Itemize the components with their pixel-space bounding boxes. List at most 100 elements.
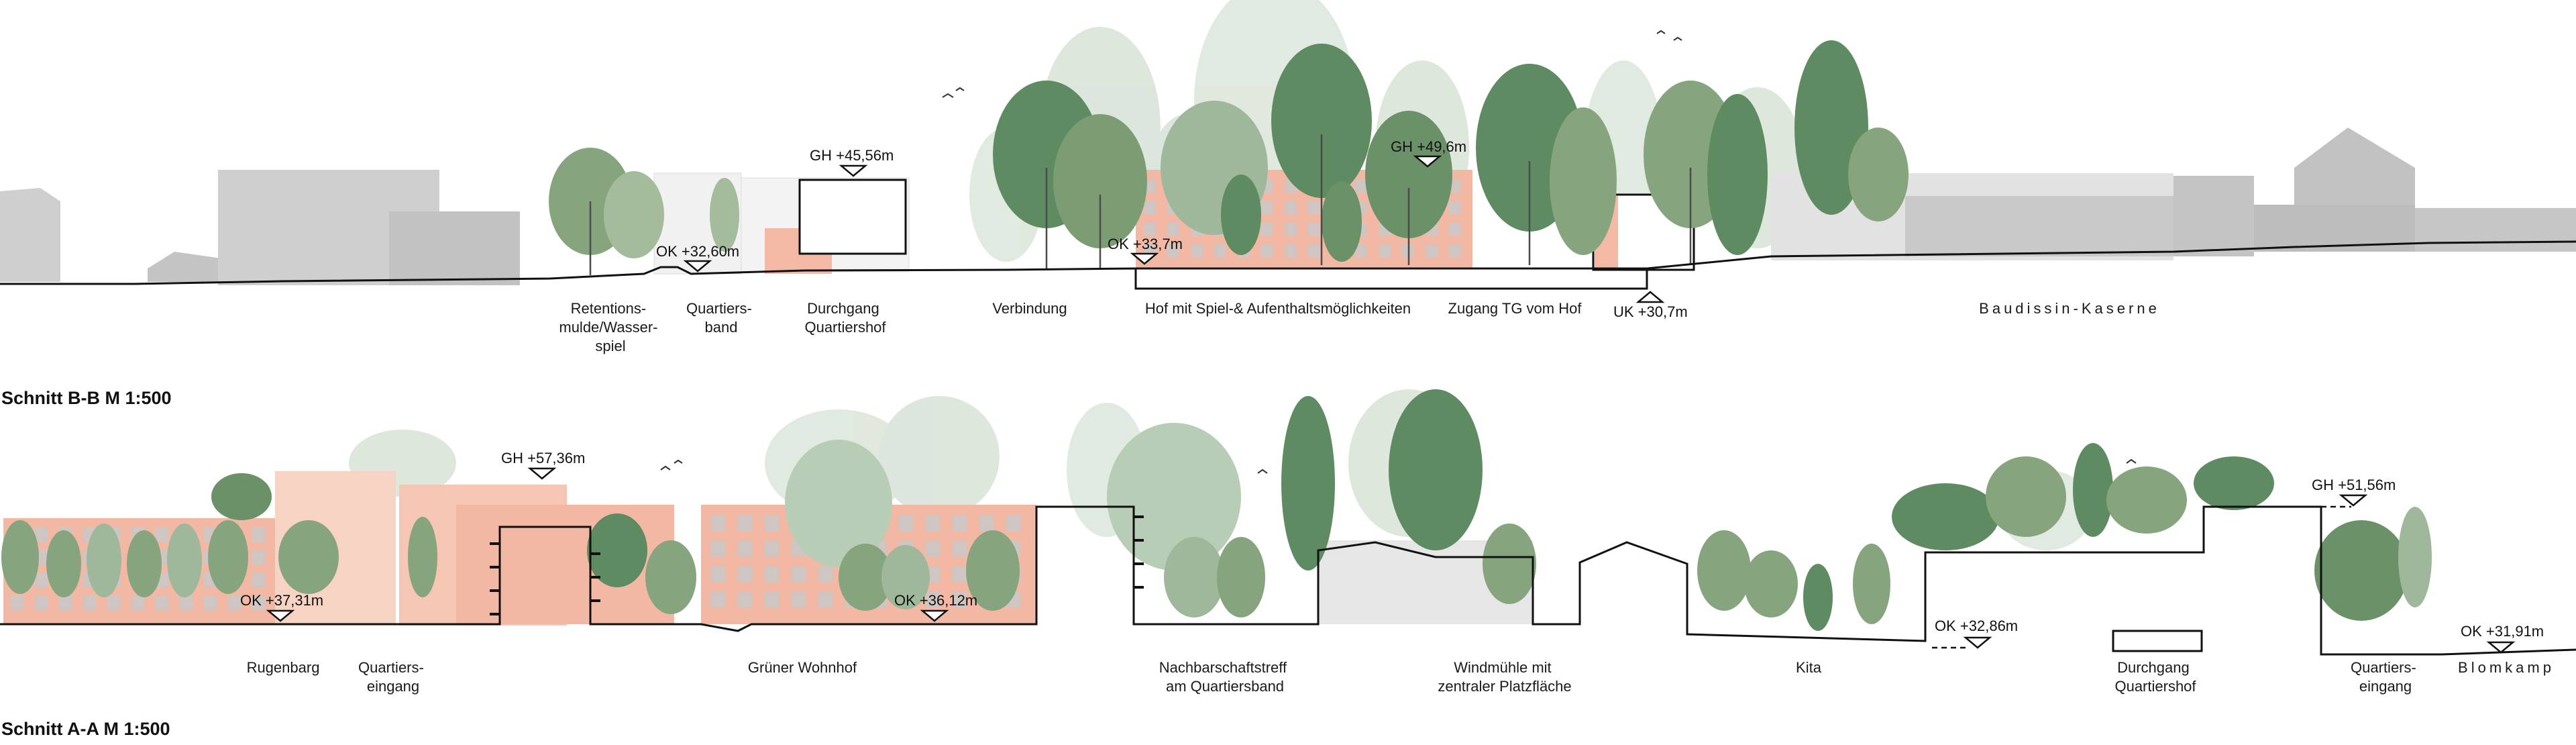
window xyxy=(926,592,941,608)
window xyxy=(252,573,265,587)
level-ok-337: OK +33,7m xyxy=(1108,236,1183,252)
marker-ok-3731 xyxy=(266,609,295,622)
marker-ok-3191 xyxy=(2486,641,2516,654)
window xyxy=(738,592,753,608)
level-gh-4556: GH +45,56m xyxy=(810,147,894,164)
window xyxy=(252,527,265,542)
bb-labels: Retentions- mulde/Wasser- spiel Quartier… xyxy=(559,300,2160,354)
window xyxy=(953,515,967,532)
window xyxy=(1261,244,1273,258)
window xyxy=(765,515,780,532)
marker-gh-5156 xyxy=(2339,494,2368,507)
window xyxy=(252,595,265,610)
bb-white-building xyxy=(798,179,907,255)
window xyxy=(1426,244,1438,258)
aa-section-outline xyxy=(0,505,2576,656)
label-durchgang: Durchgang Quartiershof xyxy=(804,300,886,336)
level-ok-3260: OK +32,60m xyxy=(656,243,739,260)
level-ok-3191: OK +31,91m xyxy=(2461,623,2544,640)
window xyxy=(711,515,726,532)
window xyxy=(899,515,914,532)
marker-ok-3612 xyxy=(920,609,949,622)
window xyxy=(818,592,833,608)
window xyxy=(1144,223,1156,236)
window xyxy=(792,566,806,583)
bb-level-markers xyxy=(683,155,1665,303)
window xyxy=(1449,223,1461,236)
window xyxy=(711,592,726,608)
marker-ok-3260 xyxy=(683,260,712,272)
window xyxy=(1308,223,1320,236)
marker-gh-5736 xyxy=(527,467,557,480)
section-title-bb: Schnitt B-B M 1:500 xyxy=(1,388,172,408)
section-bb: GH +45,56m OK +32,60m OK +33,7m GH +49,6… xyxy=(0,0,2576,408)
window xyxy=(1449,201,1461,215)
window xyxy=(1308,201,1320,215)
window xyxy=(1355,244,1367,258)
bb-trees xyxy=(549,40,1909,262)
window xyxy=(738,541,753,557)
window xyxy=(792,592,806,608)
aa-balconies xyxy=(490,515,1144,615)
window xyxy=(203,595,217,610)
window xyxy=(765,541,780,557)
window xyxy=(711,541,726,557)
aa-dashed-leaders xyxy=(1932,505,2351,649)
window xyxy=(1167,244,1179,258)
aa-labels: Rugenbarg Quartiers- eingang Grüner Wohn… xyxy=(247,659,2551,695)
window xyxy=(131,595,144,610)
aa-level-markers xyxy=(266,467,2516,654)
marker-ok-3286 xyxy=(1963,636,1992,649)
window xyxy=(252,550,265,564)
label-verbindung: Verbindung xyxy=(992,300,1067,317)
label-nachbarschaftstreff: Nachbarschaftstreff am Quartiersband xyxy=(1159,659,1291,695)
window xyxy=(107,595,120,610)
label-quartiersband: Quartiers- band xyxy=(686,300,756,336)
window xyxy=(926,515,941,532)
marker-ok-337 xyxy=(1130,252,1159,265)
window xyxy=(1449,180,1461,193)
window xyxy=(1167,223,1179,236)
label-durchgang-2: Durchgang Quartiershof xyxy=(2114,659,2196,695)
window xyxy=(34,527,48,542)
level-gh-496: GH +49,6m xyxy=(1391,138,1466,155)
section-title-aa: Schnitt A-A M 1:500 xyxy=(1,719,170,739)
window xyxy=(1449,244,1461,258)
label-baudissin: Baudissin-Kaserne xyxy=(1979,300,2160,317)
window xyxy=(155,595,168,610)
window xyxy=(1285,223,1297,236)
window xyxy=(58,595,72,610)
level-gh-5156: GH +51,56m xyxy=(2312,477,2396,493)
label-windmuehle: Windmühle mit zentraler Platzfläche xyxy=(1438,659,1571,695)
marker-uk-307 xyxy=(1635,291,1665,303)
window xyxy=(711,566,726,583)
aa-level-texts: GH +57,36m OK +37,31m OK +36,12m OK +32,… xyxy=(240,450,2544,640)
label-gruener-wohnhof: Grüner Wohnhof xyxy=(748,659,857,676)
level-uk-307: UK +30,7m xyxy=(1613,303,1688,320)
bb-tree-trunks xyxy=(589,134,1692,275)
window xyxy=(765,566,780,583)
window xyxy=(10,595,23,610)
level-ok-3612: OK +36,12m xyxy=(894,592,977,609)
window xyxy=(1285,244,1297,258)
bb-ground-line xyxy=(0,240,2576,290)
aa-trees xyxy=(1,389,2432,631)
label-quartierseingang-1: Quartiers- eingang xyxy=(358,659,428,695)
section-aa: GH +57,36m OK +37,31m OK +36,12m OK +32,… xyxy=(0,389,2576,739)
window xyxy=(34,595,48,610)
label-quartierseingang-2: Quartiers- eingang xyxy=(2351,659,2420,695)
window xyxy=(765,592,780,608)
window xyxy=(227,595,241,610)
level-gh-5736: GH +57,36m xyxy=(501,450,585,466)
window xyxy=(979,515,994,532)
aa-durchgang-box xyxy=(2112,630,2203,652)
label-kita: Kita xyxy=(1796,659,1822,676)
window xyxy=(738,515,753,532)
window xyxy=(818,566,833,583)
window xyxy=(179,595,193,610)
window xyxy=(1379,244,1391,258)
bb-left-buildings xyxy=(0,170,520,285)
label-rugenbarg: Rugenbarg xyxy=(247,659,320,676)
window xyxy=(738,566,753,583)
